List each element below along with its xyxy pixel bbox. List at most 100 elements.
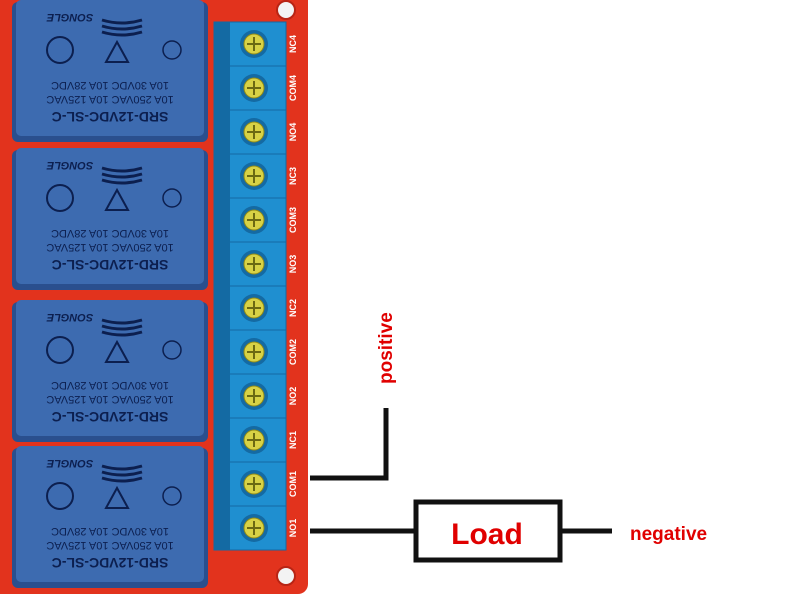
relay-mount-dot-icon bbox=[162, 40, 182, 60]
cqc-triangle-icon bbox=[104, 485, 130, 509]
screw-slot-icon bbox=[247, 389, 261, 403]
relay-brand-text: SONGLE bbox=[46, 311, 93, 323]
screw-slot-icon bbox=[247, 125, 261, 139]
songle-logo-icon bbox=[101, 324, 143, 331]
relay-rating-dc-text: 10A 30VDC 10A 28VDC bbox=[51, 227, 169, 239]
relay-body bbox=[16, 0, 204, 136]
screw-slot-icon bbox=[247, 521, 261, 535]
mount-hole-top bbox=[276, 0, 296, 20]
positive-label: positive bbox=[376, 312, 397, 384]
screw-slot-icon bbox=[247, 81, 261, 95]
songle-logo-icon bbox=[101, 30, 143, 37]
terminal-wire-entry bbox=[214, 66, 230, 110]
terminal-wire-entry bbox=[214, 154, 230, 198]
screw-slot-icon bbox=[247, 257, 261, 271]
positive-wire bbox=[310, 408, 389, 481]
relay-brand-text: SONGLE bbox=[46, 11, 93, 23]
relay-rating-dc-text: 10A 30VDC 10A 28VDC bbox=[51, 79, 169, 91]
screw-slot-icon bbox=[247, 477, 261, 491]
terminal-wire-entry bbox=[214, 330, 230, 374]
songle-logo-icon bbox=[101, 178, 143, 185]
ul-logo-icon bbox=[46, 36, 74, 64]
songle-logo-icon bbox=[101, 172, 143, 179]
relay-model-text: SRD-12VDC-SL-C bbox=[52, 555, 169, 571]
terminal: NC1 bbox=[213, 417, 298, 463]
cqc-triangle-icon bbox=[104, 187, 130, 211]
terminal: COM3 bbox=[213, 197, 298, 243]
terminal: NO2 bbox=[213, 373, 298, 419]
pin-label: NO2 bbox=[288, 387, 298, 406]
terminal: COM1 bbox=[213, 461, 298, 507]
relay-group: SRD-12VDC-SL-C 10A 250VAC 10A 125VAC 10A 3… bbox=[12, 0, 208, 588]
pin-label: NC1 bbox=[288, 431, 298, 449]
songle-logo-icon bbox=[101, 470, 143, 477]
pin-label: NO4 bbox=[288, 123, 298, 142]
pin-label: NO3 bbox=[288, 255, 298, 274]
relay-model-text: SRD-12VDC-SL-C bbox=[52, 109, 169, 125]
terminal-wire-entry bbox=[214, 506, 230, 550]
terminal-wire-entry bbox=[214, 374, 230, 418]
songle-logo-icon bbox=[101, 318, 143, 325]
relay-mount-dot-icon bbox=[162, 340, 182, 360]
terminal-wire-entry bbox=[214, 462, 230, 506]
relay: SRD-12VDC-SL-C 10A 250VAC 10A 125VAC 10A 3… bbox=[12, 0, 208, 142]
pin-label: COM2 bbox=[288, 339, 298, 365]
terminal: NC3 bbox=[213, 153, 298, 199]
relay-body bbox=[16, 446, 204, 582]
relay-mount-dot-icon bbox=[162, 486, 182, 506]
terminal-wire-entry bbox=[214, 286, 230, 330]
ul-logo-icon bbox=[46, 482, 74, 510]
relay-rating-dc-text: 10A 30VDC 10A 28VDC bbox=[51, 525, 169, 537]
negative-label: negative bbox=[630, 524, 707, 545]
relay-body bbox=[16, 148, 204, 284]
pin-label: COM3 bbox=[288, 207, 298, 233]
terminal: NO1 bbox=[213, 505, 298, 551]
songle-logo-icon bbox=[101, 166, 143, 173]
relay-markings: SRD-12VDC-SL-C 10A 250VAC 10A 125VAC 10A 3… bbox=[46, 159, 182, 273]
songle-logo-icon bbox=[101, 464, 143, 471]
terminal: NC4 bbox=[213, 21, 298, 67]
relay-body bbox=[16, 300, 204, 436]
relay: SRD-12VDC-SL-C 10A 250VAC 10A 125VAC 10A 3… bbox=[12, 148, 208, 290]
pin-label: NO1 bbox=[288, 519, 298, 538]
songle-logo-icon bbox=[101, 18, 143, 25]
terminal-wire-entry bbox=[214, 242, 230, 286]
screw-slot-icon bbox=[247, 345, 261, 359]
terminal-wire-entry bbox=[214, 418, 230, 462]
pin-label: COM1 bbox=[288, 471, 298, 497]
relay-model-text: SRD-12VDC-SL-C bbox=[52, 409, 169, 425]
terminal: COM2 bbox=[213, 329, 298, 375]
terminal-wire-entry bbox=[214, 198, 230, 242]
screw-slot-icon bbox=[247, 213, 261, 227]
screw-slot-icon bbox=[247, 433, 261, 447]
relay-rating-ac-text: 10A 250VAC 10A 125VAC bbox=[46, 241, 173, 253]
terminal: NC2 bbox=[213, 285, 298, 331]
relay-brand-text: SONGLE bbox=[46, 159, 93, 171]
pin-label: NC4 bbox=[288, 35, 298, 53]
relay-mount-dot-icon bbox=[162, 188, 182, 208]
ul-logo-icon bbox=[46, 336, 74, 364]
ul-logo-icon bbox=[46, 184, 74, 212]
songle-logo-icon bbox=[101, 476, 143, 483]
relay-markings: SRD-12VDC-SL-C 10A 250VAC 10A 125VAC 10A 3… bbox=[46, 11, 182, 125]
terminal: COM4 bbox=[213, 65, 298, 111]
cqc-triangle-icon bbox=[104, 39, 130, 63]
cqc-triangle-icon bbox=[104, 339, 130, 363]
relay-brand-text: SONGLE bbox=[46, 457, 93, 469]
relay-rating-dc-text: 10A 30VDC 10A 28VDC bbox=[51, 379, 169, 391]
load-label: Load bbox=[451, 518, 523, 551]
terminal: NO4 bbox=[213, 109, 298, 155]
terminal: NO3 bbox=[213, 241, 298, 287]
relay-model-text: SRD-12VDC-SL-C bbox=[52, 257, 169, 273]
screw-slot-icon bbox=[247, 169, 261, 183]
pin-label: NC3 bbox=[288, 167, 298, 185]
songle-logo-icon bbox=[101, 24, 143, 31]
songle-logo-icon bbox=[101, 330, 143, 337]
relay-rating-ac-text: 10A 250VAC 10A 125VAC bbox=[46, 93, 173, 105]
